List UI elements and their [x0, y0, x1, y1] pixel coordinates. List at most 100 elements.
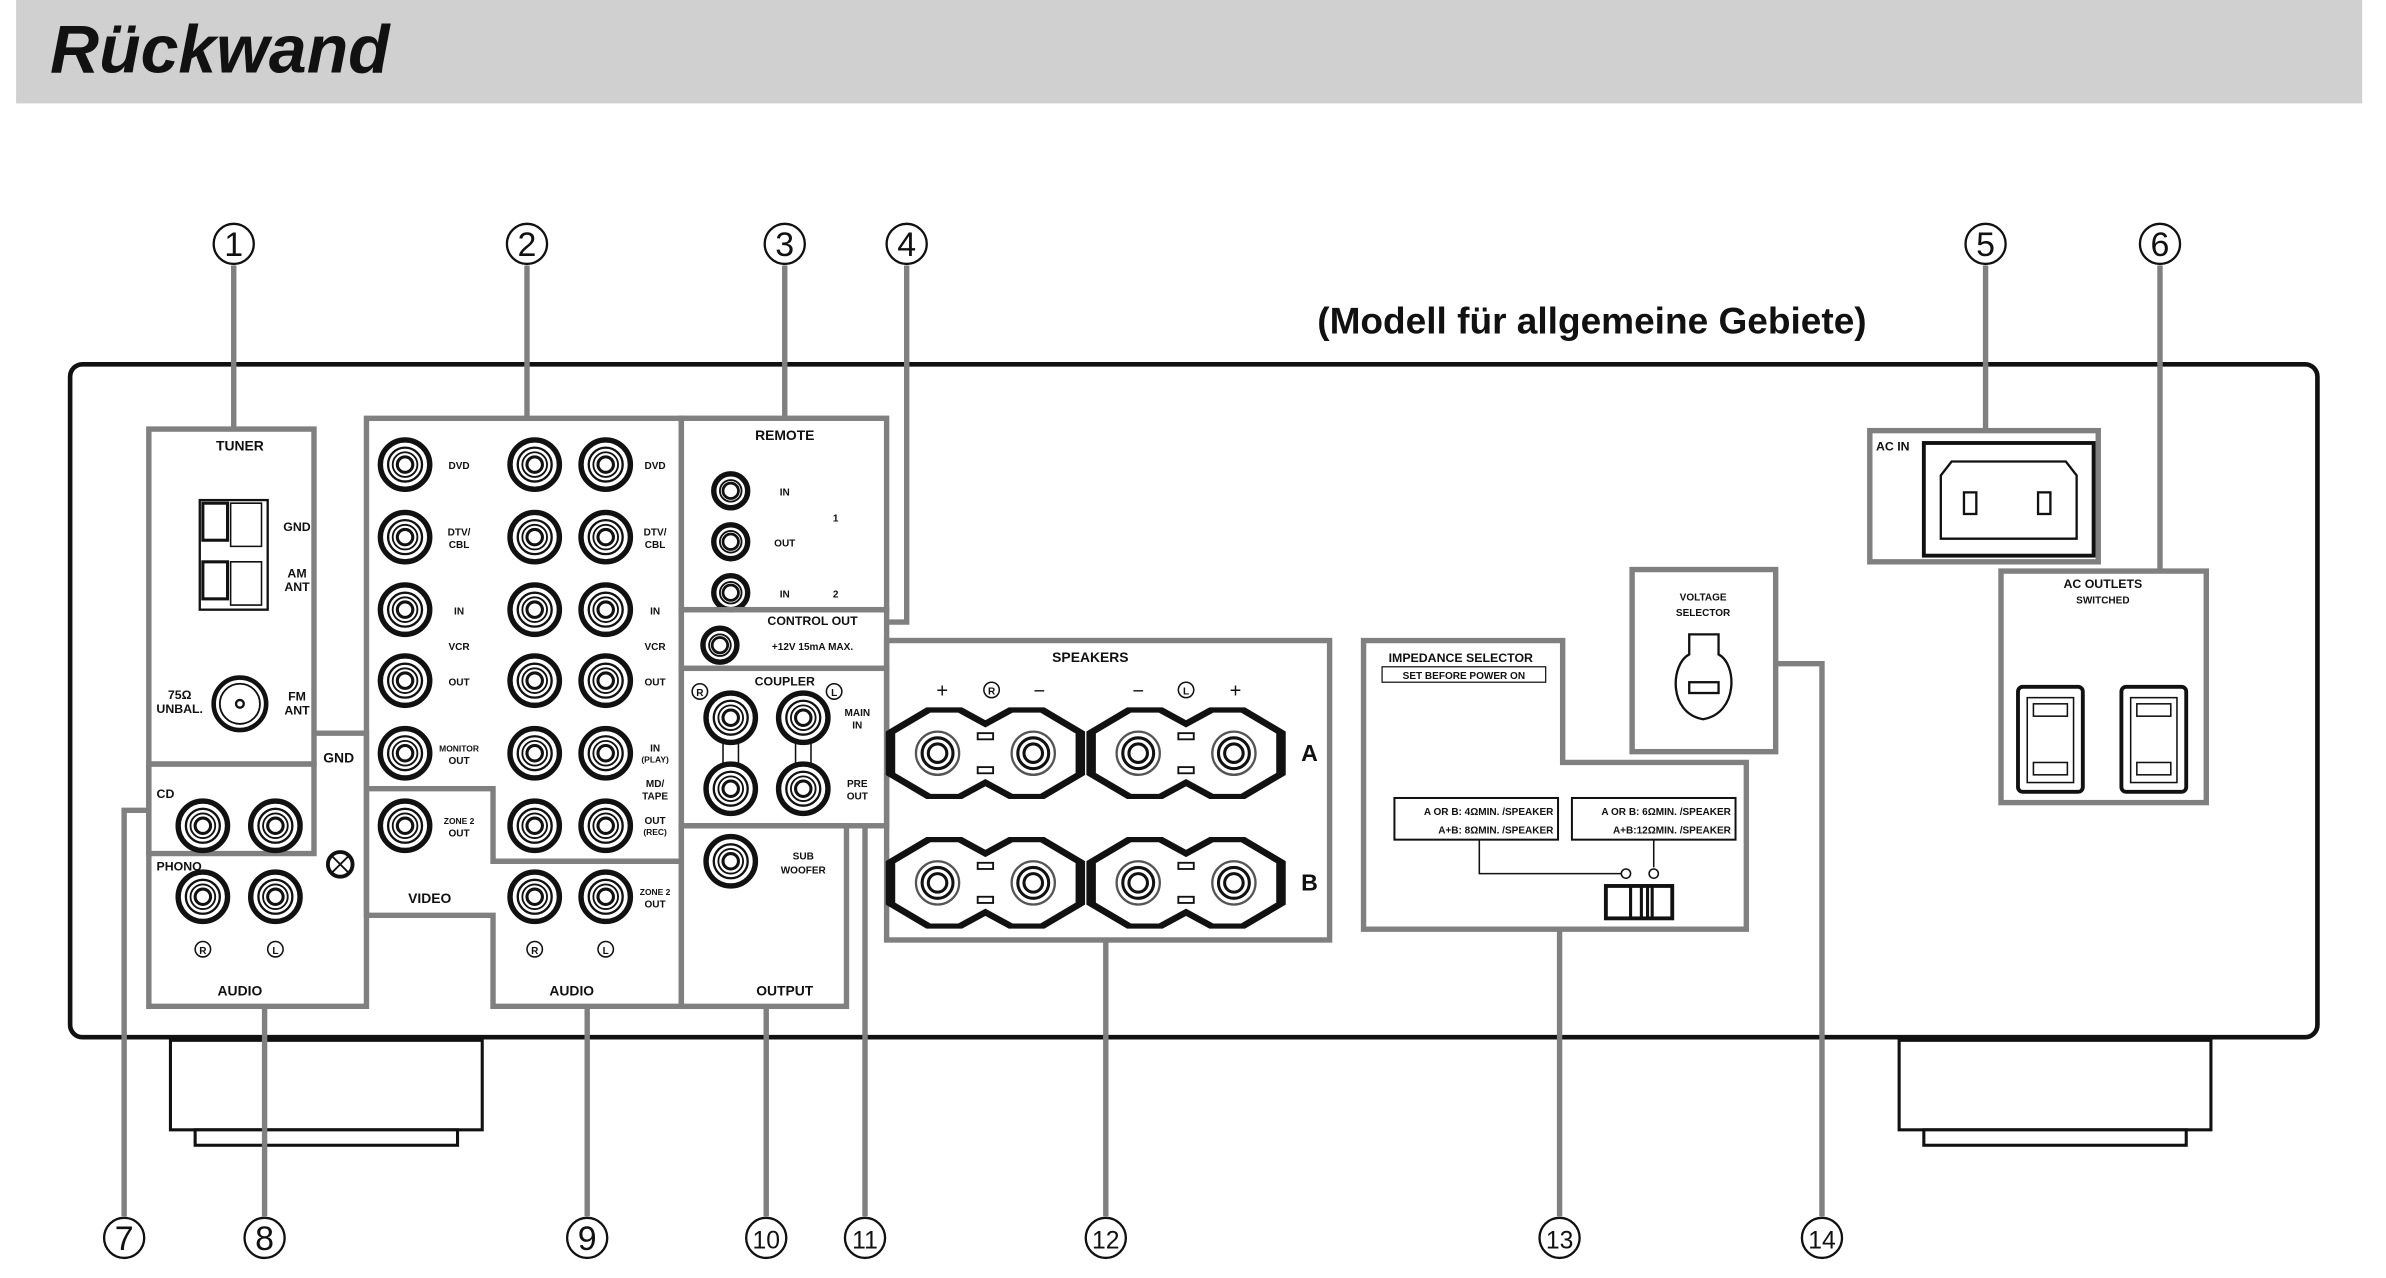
speaker-a-left-terminals[interactable] — [1091, 710, 1281, 796]
label-control_out-spec: +12V 15mA MAX. — [772, 642, 853, 653]
callout-5: 5 — [1976, 226, 1995, 264]
remote-in-2-jack[interactable] — [714, 576, 748, 610]
label-coupler-l: L — [831, 688, 837, 699]
control-out-panel: CONTROL OUT +12V 15mA MAX. — [678, 606, 890, 672]
label-audio_left-phono: PHONO — [157, 860, 203, 874]
audio-md-in-jack-l[interactable] — [581, 729, 630, 778]
label-speakers-minus: − — [1132, 681, 1144, 703]
label-speakers-title: SPEAKERS — [1052, 649, 1128, 665]
gnd-terminal[interactable] — [325, 850, 355, 879]
impedance-selector-panel: IMPEDANCE SELECTOR SET BEFORE POWER ON A… — [1360, 637, 1750, 932]
am-antenna-terminal[interactable] — [198, 498, 269, 611]
video-vcr-out-jack[interactable] — [380, 656, 429, 705]
label-video-monitor2: OUT — [448, 756, 470, 767]
video-dtv-jack[interactable] — [380, 512, 429, 561]
label-video-out: OUT — [448, 677, 470, 688]
label-audio_mid-out: OUT — [645, 677, 667, 688]
speaker-a-right-terminals[interactable] — [890, 710, 1080, 796]
label-audio_mid-l: L — [603, 946, 609, 957]
audio-vcr-in-jack-l[interactable] — [581, 585, 630, 634]
label-impedance-opt1_line2: A+B: 8ΩMIN. /SPEAKER — [1438, 825, 1554, 836]
label-output-sub2: WOOFER — [781, 866, 827, 877]
cd-jack-r[interactable] — [178, 801, 227, 850]
audio-md-in-jack-r[interactable] — [510, 729, 559, 778]
phono-jack-l[interactable] — [251, 872, 300, 921]
video-monitor-out-jack[interactable] — [380, 729, 429, 778]
audio-zone2-out-jack-l[interactable] — [581, 872, 630, 921]
label-tuner-gnd: GND — [283, 520, 310, 534]
callout-1: 1 — [224, 226, 243, 264]
video-audio-panel: DVD DTV/ CBL IN VCR OUT MONITOR OUT ZONE… — [363, 415, 685, 1010]
pre-out-jack-r[interactable] — [706, 764, 755, 813]
video-vcr-in-jack[interactable] — [380, 585, 429, 634]
label-speakers-r: R — [988, 687, 996, 698]
audio-md-out-jack-l[interactable] — [581, 801, 630, 850]
label-audio_mid-dtv1: DTV/ — [644, 528, 667, 539]
callout-8: 8 — [255, 1220, 274, 1258]
callout-9: 9 — [578, 1220, 597, 1258]
video-zone2-out-jack[interactable] — [380, 801, 429, 850]
audio-vcr-in-jack-r[interactable] — [510, 585, 559, 634]
label-audio_left-gnd: GND — [323, 749, 354, 765]
callout-7: 7 — [115, 1220, 134, 1258]
audio-dtv-jack-r[interactable] — [510, 512, 559, 561]
callout-4: 4 — [897, 226, 916, 264]
label-voltage-line2: SELECTOR — [1676, 608, 1731, 619]
label-audio_left-cd: CD — [157, 787, 175, 801]
voltage-selector-switch[interactable] — [1674, 633, 1733, 721]
control-out-jack[interactable] — [703, 628, 737, 662]
label-audio_mid-md1: MD/ — [646, 779, 665, 790]
label-voltage-line1: VOLTAGE — [1680, 592, 1727, 603]
label-ac_outlets-line2: SWITCHED — [2076, 596, 2129, 607]
phono-jack-r[interactable] — [178, 872, 227, 921]
ac-outlet-1[interactable] — [2016, 684, 2085, 794]
ac-outlet-2[interactable] — [2119, 684, 2189, 794]
cd-jack-l[interactable] — [251, 801, 300, 850]
callout-14: 14 — [1808, 1228, 1835, 1255]
audio-left-panel: GND CD PHONO R L AUDIO — [146, 730, 370, 1010]
coupler-panel: COUPLER R L MAIN IN PRE OUT — [678, 665, 890, 829]
callout-11: 11 — [852, 1228, 878, 1255]
label-remote-title: REMOTE — [755, 427, 814, 443]
audio-md-out-jack-r[interactable] — [510, 801, 559, 850]
label-audio_mid-zone1: ZONE 2 — [640, 887, 671, 897]
label-speakers-a: A — [1301, 740, 1318, 766]
label-video-monitor1: MONITOR — [439, 744, 479, 754]
callout-13: 13 — [1546, 1228, 1573, 1255]
label-output-title: OUTPUT — [756, 983, 814, 999]
label-audio_mid-md2: TAPE — [642, 792, 668, 803]
ac-in-panel: AC IN — [1867, 427, 2101, 565]
remote-out-1-jack[interactable] — [714, 525, 748, 559]
remote-panel: REMOTE IN OUT 1 IN 2 — [678, 415, 890, 613]
main-in-jack-l[interactable] — [779, 693, 828, 742]
label-video-vcr: VCR — [448, 642, 470, 653]
label-coupler-main2: IN — [852, 721, 862, 732]
audio-mid-jacks — [510, 440, 630, 922]
speaker-b-left-terminals[interactable] — [1091, 840, 1281, 926]
speaker-b-right-terminals[interactable] — [890, 840, 1080, 926]
audio-dvd-jack-r[interactable] — [510, 440, 559, 489]
impedance-slide-switch[interactable] — [1603, 884, 1675, 921]
label-tuner-am2: ANT — [284, 580, 310, 594]
pre-out-jack-l[interactable] — [779, 764, 828, 813]
video-dvd-jack[interactable] — [380, 440, 429, 489]
audio-dtv-jack-l[interactable] — [581, 512, 630, 561]
main-in-jack-r[interactable] — [706, 693, 755, 742]
audio-zone2-out-jack-r[interactable] — [510, 872, 559, 921]
page-title: Rückwand — [50, 13, 391, 88]
label-impedance-opt1_line1: A OR B: 4ΩMIN. /SPEAKER — [1424, 807, 1554, 818]
audio-dvd-jack-l[interactable] — [581, 440, 630, 489]
ac-inlet-socket[interactable] — [1921, 441, 2096, 558]
subwoofer-jack[interactable] — [706, 837, 755, 886]
label-video-dvd: DVD — [448, 461, 469, 472]
audio-vcr-out-jack-r[interactable] — [510, 656, 559, 705]
label-speakers-plus: + — [936, 681, 948, 703]
label-coupler-pre1: PRE — [847, 779, 868, 790]
label-tuner-ohm2: UNBAL. — [156, 702, 203, 716]
fm-antenna-jack[interactable] — [211, 675, 269, 733]
remote-in-1-jack[interactable] — [714, 474, 748, 508]
audio-vcr-out-jack-l[interactable] — [581, 656, 630, 705]
label-video-zone2: OUT — [448, 829, 470, 840]
label-coupler-main1: MAIN — [844, 708, 870, 719]
